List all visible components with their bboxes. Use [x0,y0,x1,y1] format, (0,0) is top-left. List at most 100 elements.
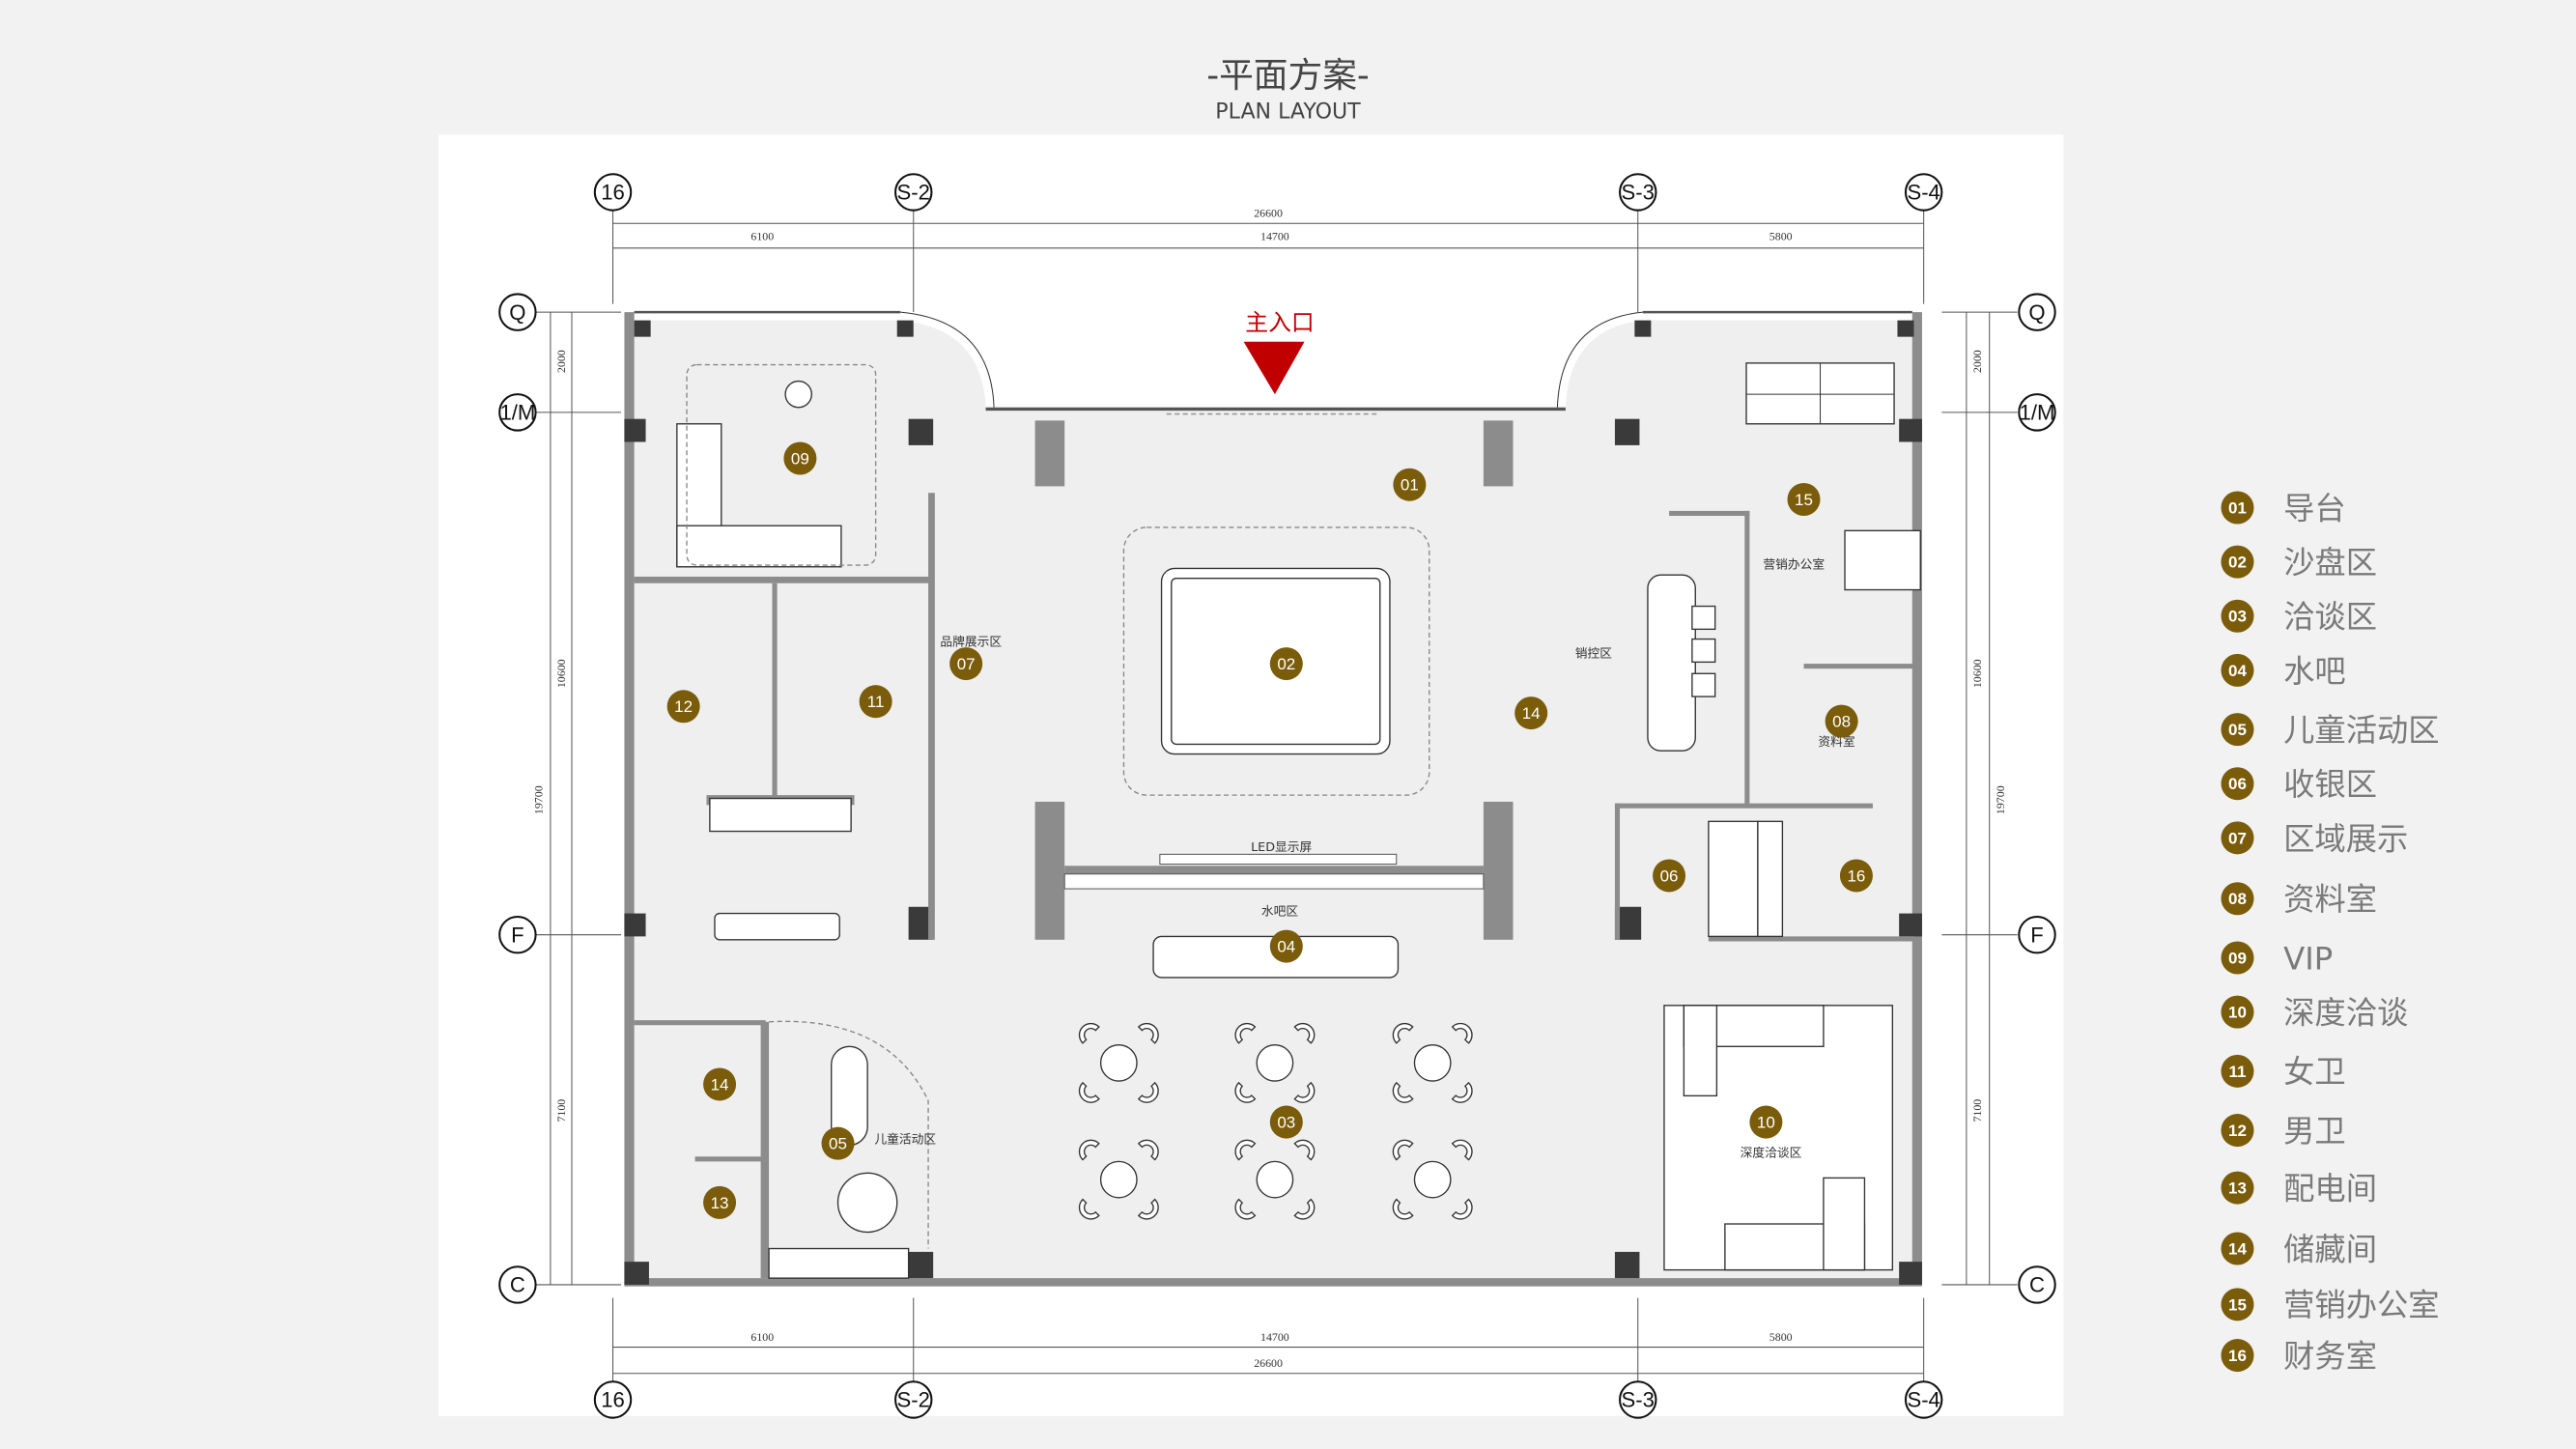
area-marker-06: 06 [1653,859,1686,893]
room-label-sales-office: 营销办公室 [1763,556,1825,572]
marker-circle [1269,929,1303,963]
sales-counter [1647,574,1696,752]
chair-icon [1293,1022,1316,1044]
legend-number: 04 [2228,662,2247,680]
legend-marker [2221,545,2254,579]
page-subtitle: PLAN LAYOUT [1215,99,1361,124]
legend-number: 09 [2228,949,2247,967]
area-marker-01: 01 [1393,468,1427,501]
chair-icon [1293,1081,1316,1103]
legend-label: 储藏间 [2283,1231,2377,1267]
entrance-label: 主入口 [1245,309,1314,336]
marker-circle [666,690,700,724]
axis-circle [2018,393,2056,432]
dim-left-total: 19700 [531,785,545,814]
area-marker-04: 04 [1269,929,1303,963]
dim-top-1: 6100 [750,229,774,242]
marker-circle [1653,859,1686,893]
marker-circle [1269,1105,1303,1139]
legend-label: VIP [2283,940,2333,977]
legend-number: 12 [2228,1122,2247,1140]
dim-top-2: 14700 [1260,229,1289,242]
dim-right-3: 7100 [1970,1099,1984,1122]
page-title: -平面方案- [1206,56,1370,96]
legend-marker [2221,1232,2254,1265]
axis-label: Q [509,300,525,325]
legend-number: 15 [2228,1295,2247,1314]
marker-number: 15 [1795,491,1813,509]
room-label-brand-display: 品牌展示区 [940,634,1002,649]
chair-icon [1234,1139,1257,1161]
axis-row-left: F [498,915,537,954]
cafe-table-set [1392,1139,1473,1220]
legend-number: 03 [2228,608,2247,626]
area-marker-16: 16 [1839,859,1873,893]
chair-icon [1078,1198,1100,1220]
dim-right-2: 10600 [1970,659,1984,688]
area-marker-14: 14 [1514,696,1548,730]
legend-number: 05 [2228,721,2247,739]
dim-left-2: 10600 [554,659,568,688]
chair-icon [1293,1198,1316,1220]
chair-icon [1078,1081,1100,1103]
legend-marker [2221,599,2254,633]
legend-label: 区域展示 [2283,820,2408,857]
axis-label: S-4 [1907,1388,1939,1412]
cafe-table-set [1078,1139,1159,1220]
axis-circle [593,1380,633,1419]
chair-icon [1078,1139,1100,1161]
legend-marker [2221,1339,2254,1373]
axis-col-top: 16 [593,173,633,212]
axis-row-left: 1/M [498,393,537,432]
chair-icon [1293,1139,1316,1161]
area-marker-05: 05 [821,1126,855,1160]
marker-circle [1393,468,1427,501]
legend-label: 资料室 [2283,881,2377,918]
area-marker-03: 03 [1269,1105,1303,1139]
interior-walls [634,420,1919,1279]
axis-circle [498,393,537,432]
legend-label: 收银区 [2283,766,2377,803]
wall-south [624,1278,1922,1287]
legend-number: 11 [2229,1063,2247,1081]
axis-circle [2018,1265,2056,1304]
marker-circle [783,441,817,475]
marker-circle [703,1067,737,1101]
legend-marker [2221,653,2254,687]
cafe-tables [1078,1022,1473,1220]
legend-number: 02 [2228,554,2247,572]
chair-icon [1451,1081,1473,1103]
axis-row-left: Q [498,293,537,331]
dim-bottom-3: 5800 [1769,1330,1793,1344]
marker-circle [859,685,892,719]
axis-circle [1904,1380,1943,1419]
axis-col-top: S-2 [894,173,933,212]
axis-label: Q [2028,300,2045,325]
area-marker-12: 12 [666,690,700,724]
marker-number: 09 [791,449,809,468]
chair-icon [1137,1139,1159,1161]
dim-right-1: 2000 [1970,350,1984,373]
axis-circle [498,293,537,331]
axis-col-bottom: S-4 [1904,1380,1943,1419]
marker-number: 10 [1757,1114,1775,1132]
legend-number: 06 [2228,775,2247,793]
axis-circle [1904,173,1943,212]
legend-label: 配电间 [2283,1170,2377,1207]
marker-number: 14 [711,1075,729,1094]
axis-label: F [511,923,524,947]
chair-icon [1234,1081,1257,1103]
marker-number: 11 [867,693,885,711]
axis-label: 16 [601,181,625,205]
marker-circle [1787,483,1821,517]
entrance-arrow-icon [1243,341,1305,395]
legend-number: 01 [2228,498,2247,517]
